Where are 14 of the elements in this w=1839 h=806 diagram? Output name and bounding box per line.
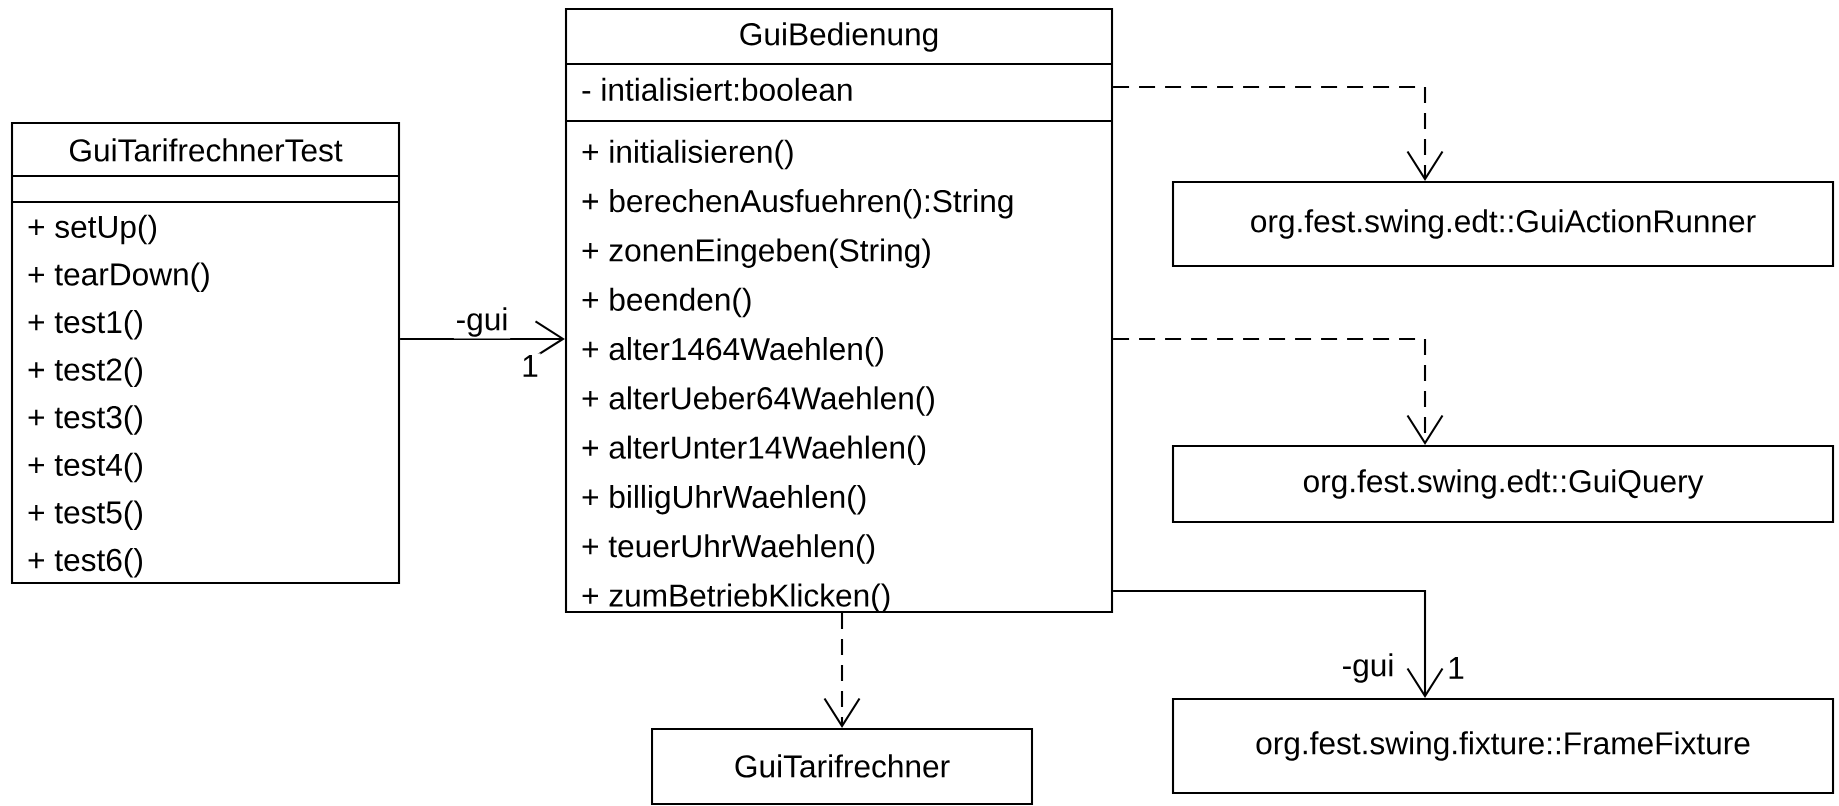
multiplicity-label: 1 (1445, 655, 1467, 681)
multiplicity-label: 1 (519, 353, 541, 379)
class-box: GuiTarifrechner (650, 727, 1034, 806)
association-arrow (1113, 85, 1444, 181)
class-box: org.fest.swing.edt::GuiQuery (1171, 444, 1835, 524)
class-box: GuiBedienung - intialisiert:boolean + initialisieren() + berechenAusfuehren():String + zonenEingeben(String) + beenden() + alter1464Waehlen() + alterUeber64Waehlen() + alterUnter14Waehlen() + billigUhrWaehlen() + teuerUhrWaehlen() + zumBetriebKlicken() (564, 7, 1114, 614)
edge-label: -gui (453, 305, 511, 339)
class-box: org.fest.swing.fixture::FrameFixture (1171, 697, 1835, 795)
edge-label: -gui (1339, 651, 1397, 685)
association-arrow (1113, 589, 1444, 698)
association-arrow (823, 613, 861, 728)
association-arrow (1113, 337, 1444, 445)
class-box: org.fest.swing.edt::GuiActionRunner (1171, 180, 1835, 268)
class-box: GuiTarifrechnerTest + setUp() + tearDown() + test1() + test2() + test3() + test4() + test5() + test6() (10, 121, 401, 585)
